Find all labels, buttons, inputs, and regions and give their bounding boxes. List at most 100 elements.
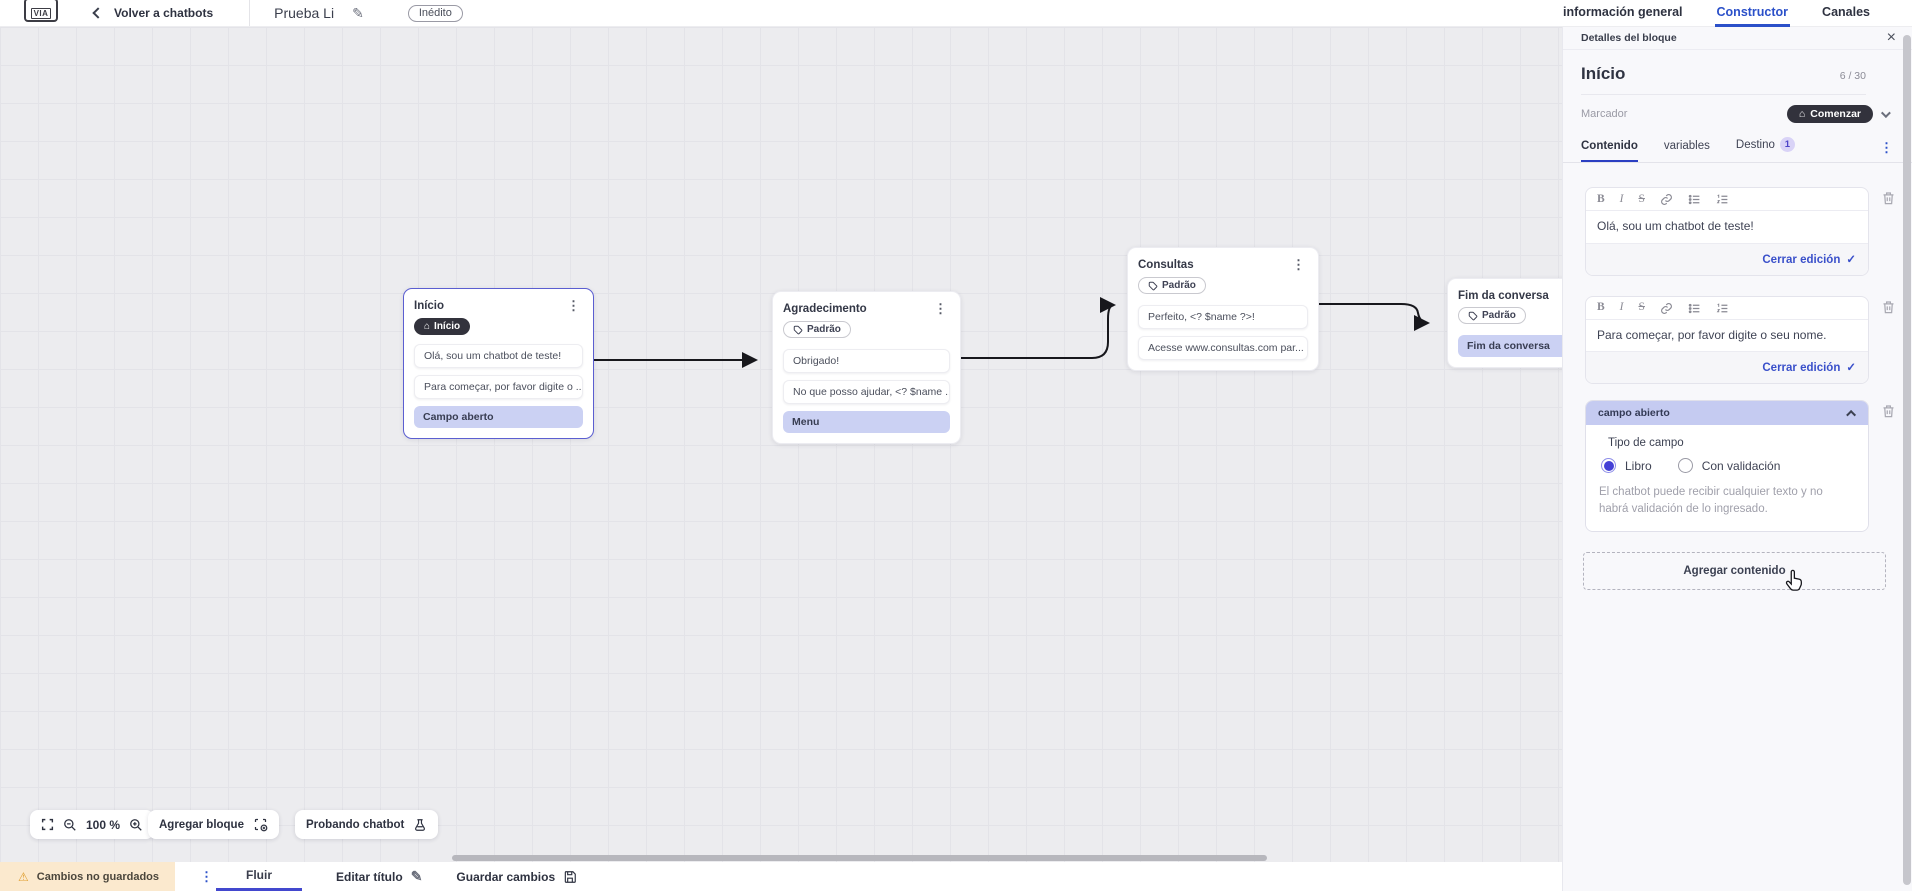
bullet-list-icon[interactable]	[1688, 302, 1701, 315]
zoom-out-icon[interactable]	[63, 818, 77, 832]
panel-divider	[1581, 94, 1866, 95]
marker-value-pill[interactable]: ⌂Comenzar	[1786, 105, 1873, 123]
test-chatbot-button[interactable]: Probando chatbot	[295, 810, 439, 839]
node-type-badge: Padrão	[783, 321, 851, 338]
add-block-button[interactable]: Agregar bloque	[148, 810, 279, 839]
node-action-item[interactable]: Fim da conversa	[1458, 334, 1562, 357]
home-icon: ⌂	[1798, 108, 1806, 120]
strikethrough-icon[interactable]: S	[1638, 192, 1645, 205]
rich-text-toolbar: B I S	[1586, 188, 1868, 211]
close-panel-icon[interactable]: ×	[1886, 29, 1896, 46]
message-text-input[interactable]: Olá, sou um chatbot de teste!	[1586, 211, 1868, 243]
bold-icon[interactable]: B	[1597, 192, 1605, 205]
edit-title-icon[interactable]: ✎	[352, 4, 364, 21]
zoom-in-icon[interactable]	[129, 818, 143, 832]
tab-variables[interactable]: variables	[1663, 140, 1710, 152]
flow-canvas[interactable]: Início ⋮ ⌂Início Olá, sou um chatbot de …	[0, 27, 1562, 862]
chatbot-title: Prueba Li	[274, 5, 335, 21]
tab-fluir[interactable]: Fluir	[216, 862, 303, 891]
open-field-card: campo abierto Tipo de campo Libro Con va…	[1585, 400, 1869, 532]
rich-text-toolbar: B I S	[1586, 297, 1868, 320]
chevron-up-icon	[1846, 409, 1857, 420]
content-editor-2: B I S Para começar, por favor digite o s…	[1585, 295, 1869, 385]
delete-content-icon[interactable]	[1881, 190, 1896, 206]
node-title: Consultas	[1138, 259, 1194, 271]
node-action-item[interactable]: Campo aberto	[414, 406, 583, 428]
block-details-panel: Detalles del bloque × Início 6 / 30 Marc…	[1562, 27, 1912, 891]
link-icon[interactable]	[1660, 302, 1673, 315]
node-consultas[interactable]: Consultas ⋮ Padrão Perfeito, <? $name ?>…	[1127, 247, 1319, 371]
unsaved-changes-indicator: ⚠ Cambios no guardados	[0, 862, 176, 891]
fullscreen-icon[interactable]	[41, 818, 54, 831]
add-content-button[interactable]: Agregar contenido	[1583, 551, 1886, 590]
tab-contenido[interactable]: Contenido	[1581, 140, 1638, 162]
flow-menu-icon[interactable]: ⋮	[200, 869, 214, 884]
radio-option-libro[interactable]: Libro	[1601, 458, 1652, 474]
tab-informacion-general[interactable]: información general	[1563, 4, 1683, 19]
flask-icon	[413, 818, 427, 832]
node-message-item[interactable]: Olá, sou um chatbot de teste!	[414, 344, 583, 368]
bullet-list-icon[interactable]	[1688, 193, 1701, 206]
app-logo: VIA	[24, 0, 58, 22]
node-message-item[interactable]: Perfeito, <? $name ?>!	[1138, 304, 1308, 329]
node-menu-icon[interactable]: ⋮	[934, 301, 947, 316]
pencil-icon: ✎	[410, 868, 423, 884]
italic-icon[interactable]: I	[1619, 192, 1624, 205]
tab-constructor[interactable]: Constructor	[1714, 0, 1791, 27]
main-tabs: información general Constructor Canales	[1561, 0, 1912, 27]
back-to-chatbots-link[interactable]: Volver a chatbots	[114, 6, 214, 20]
node-message-item[interactable]: Obrigado!	[783, 348, 950, 373]
node-inicio[interactable]: Início ⋮ ⌂Início Olá, sou um chatbot de …	[403, 288, 594, 439]
vertical-scrollbar[interactable]	[1903, 35, 1911, 885]
save-changes-button[interactable]: Guardar cambios	[456, 862, 577, 891]
numbered-list-icon[interactable]	[1716, 302, 1729, 315]
save-changes-label: Guardar cambios	[456, 869, 556, 884]
topbar-divider	[249, 0, 251, 26]
flow-connections	[594, 297, 1430, 368]
open-field-header[interactable]: campo abierto	[1586, 401, 1868, 426]
edit-title-button[interactable]: Editar título ✎	[336, 862, 422, 891]
node-action-item[interactable]: Menu	[783, 410, 950, 433]
strikethrough-icon[interactable]: S	[1638, 301, 1645, 314]
delete-content-icon[interactable]	[1881, 403, 1896, 419]
radio-option-con-validacion[interactable]: Con validación	[1677, 458, 1780, 474]
chevron-down-icon[interactable]	[1880, 107, 1891, 118]
radio-unselected-icon[interactable]	[1677, 458, 1693, 474]
node-message-item[interactable]: Para começar, por favor digite o ...	[414, 375, 583, 399]
field-help-text: El chatbot puede recibir cualquier texto…	[1599, 486, 1823, 516]
warning-icon: ⚠	[18, 869, 29, 884]
zoom-level: 100 %	[86, 817, 121, 832]
save-icon	[564, 870, 576, 883]
back-chevron-icon[interactable]	[92, 7, 104, 19]
node-title: Início	[414, 300, 445, 312]
radio-selected-icon[interactable]	[1601, 458, 1616, 474]
node-fim-da-conversa[interactable]: Fim da conversa Padrão Fim da conversa	[1447, 278, 1562, 368]
message-text-input[interactable]: Para começar, por favor digite o seu nom…	[1586, 319, 1868, 352]
horizontal-scrollbar[interactable]	[452, 855, 1267, 861]
test-chatbot-label: Probando chatbot	[306, 818, 405, 831]
field-type-label: Tipo de campo	[1608, 437, 1684, 450]
tag-icon	[1148, 281, 1158, 290]
close-edit-button[interactable]: Cerrar edición✓	[1762, 253, 1856, 266]
tab-canales[interactable]: Canales	[1822, 4, 1870, 19]
italic-icon[interactable]: I	[1619, 301, 1624, 314]
close-edit-button[interactable]: Cerrar edición✓	[1762, 362, 1856, 375]
bold-icon[interactable]: B	[1597, 301, 1605, 314]
link-icon[interactable]	[1660, 193, 1673, 206]
open-field-title: campo abierto	[1598, 407, 1670, 420]
add-block-label: Agregar bloque	[159, 818, 244, 831]
panel-tabs-menu-icon[interactable]: ⋮	[1880, 140, 1893, 155]
app-logo-text: VIA	[30, 8, 52, 19]
node-menu-icon[interactable]: ⋮	[567, 298, 580, 313]
node-agradecimento[interactable]: Agradecimento ⋮ Padrão Obrigado! No que …	[772, 291, 961, 444]
zoom-toolbar: 100 %	[30, 810, 155, 839]
node-message-item[interactable]: No que posso ajudar, <? $name ...	[783, 379, 950, 404]
node-message-item[interactable]: Acesse www.consultas.com par...	[1138, 335, 1308, 360]
numbered-list-icon[interactable]	[1716, 193, 1729, 206]
delete-content-icon[interactable]	[1881, 299, 1896, 315]
marker-label: Marcador	[1581, 108, 1628, 120]
add-block-icon	[253, 817, 268, 832]
node-menu-icon[interactable]: ⋮	[1292, 257, 1305, 272]
